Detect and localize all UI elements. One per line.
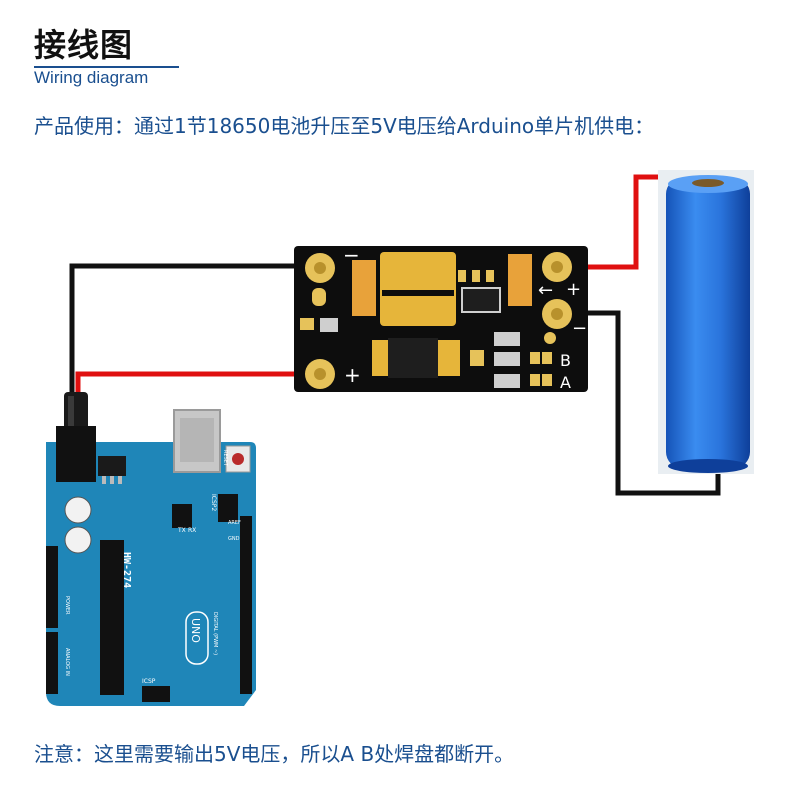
arduino-pcb xyxy=(46,442,256,706)
svg-text:POWER: POWER xyxy=(64,596,70,615)
boost-module: − + + ← − B A xyxy=(294,243,588,392)
battery-18650 xyxy=(658,170,754,474)
ic-chip xyxy=(461,287,501,313)
svg-text:GND: GND xyxy=(228,536,240,542)
inductor xyxy=(380,252,456,326)
svg-text:AREF: AREF xyxy=(228,520,241,526)
label-out-plus: + xyxy=(344,363,361,387)
arduino-uno-board: RESET ICSP2 TX RX ICSP HW-274 UNO AREF G… xyxy=(46,409,256,706)
resistor-2 xyxy=(494,352,520,366)
digital-header xyxy=(240,516,252,694)
title-underline xyxy=(34,66,179,68)
wire-black-battery-negative xyxy=(560,310,721,496)
label-in-arrow: ← xyxy=(538,280,553,301)
battery-body xyxy=(666,178,750,468)
svg-text:ICSP2: ICSP2 xyxy=(210,494,217,511)
page-title: 接线图 xyxy=(34,26,134,64)
label-pad-a: A xyxy=(560,373,571,392)
label-in-minus: − xyxy=(572,318,587,339)
resistor-3 xyxy=(494,374,520,388)
resistor-1 xyxy=(494,332,520,346)
icsp-header xyxy=(142,686,170,702)
label-pad-b: B xyxy=(560,351,571,370)
reset-button-cap xyxy=(232,453,244,465)
note-text: 注意：这里需要输出5V电压，所以A B处焊盘都断开。 xyxy=(34,742,515,766)
usage-text: 产品使用：通过1节18650电池升压至5V电压给Arduino单片机供电： xyxy=(34,114,655,138)
svg-text:TX: TX xyxy=(177,527,186,534)
uno-logo: UNO xyxy=(189,618,202,643)
wire-black-output-to-dc-jack xyxy=(69,263,318,400)
analog-header xyxy=(46,632,58,694)
board-model: HW-274 xyxy=(121,552,132,588)
svg-text:RESET: RESET xyxy=(222,450,228,467)
icsp2-header xyxy=(218,494,238,522)
capacitor-left xyxy=(352,260,376,316)
dc-jack xyxy=(56,426,96,482)
label-in-plus: + xyxy=(566,279,581,300)
main-chip xyxy=(100,540,124,695)
page-subtitle: Wiring diagram xyxy=(34,68,149,87)
wire-red-output-to-dc-jack xyxy=(75,371,318,402)
capacitor-right xyxy=(508,254,532,306)
capacitor-2 xyxy=(64,526,92,554)
regulator xyxy=(98,456,126,476)
svg-text:RX: RX xyxy=(188,527,196,534)
svg-text:DIGITAL (PWM ~): DIGITAL (PWM ~) xyxy=(212,612,218,655)
capacitor-1 xyxy=(64,496,92,524)
dc-barrel-plug xyxy=(64,392,88,432)
power-header xyxy=(46,546,58,628)
svg-text:ICSP: ICSP xyxy=(142,678,156,685)
svg-text:ANALOG IN: ANALOG IN xyxy=(64,648,70,676)
